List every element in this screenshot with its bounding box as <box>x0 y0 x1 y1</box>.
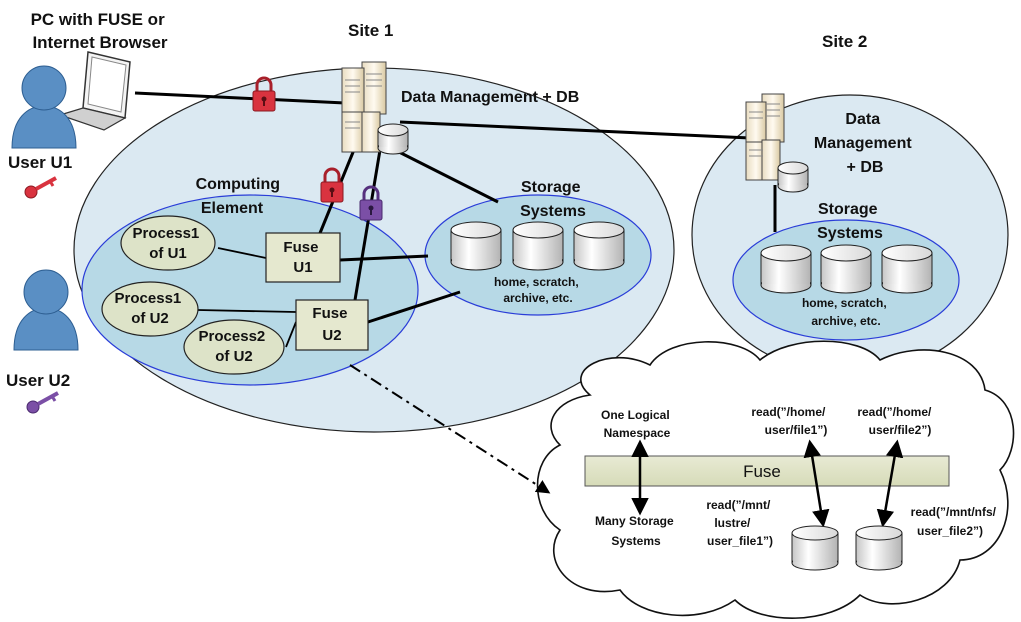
svg-text:home, scratch, archive, et: home, scratch, archive, etc. <box>494 275 582 305</box>
fuse-u2-box <box>295 299 369 351</box>
process1-u1-label-line1: Process1 <box>133 225 200 242</box>
site2-storage-contents-line2: archive, etc. <box>811 314 880 328</box>
site2-storage-contents-line1: home, scratch, <box>802 296 887 310</box>
fuse-u1-label-line2: U1 <box>293 259 312 276</box>
cloud-read-lustre-line3: user_file1”) <box>707 534 773 548</box>
svg-text:Storage Systems: Storage Systems <box>520 179 586 220</box>
site1-disk-1-icon <box>450 221 502 271</box>
zoom-arrow <box>349 364 551 494</box>
svg-text:read(”/mnt/ lustre/ us: read(”/mnt/ lustre/ user_file1”) <box>706 498 773 548</box>
cloud-namespace-line2: Namespace <box>604 426 671 440</box>
process1-u2-label-line2: of U2 <box>131 310 169 327</box>
fuse-u1-box <box>265 232 341 283</box>
svg-text:Process2 of U2: Process2 of U2 <box>199 328 270 365</box>
cloud-many-storage-line2: Systems <box>611 534 661 548</box>
link-fuse-u1-to-storage <box>339 254 429 262</box>
site2-disk-3-icon <box>881 244 933 294</box>
svg-text:home, scratch, archive, et: home, scratch, archive, etc. <box>802 296 890 328</box>
svg-text:read(”/home/ user/file1”): read(”/home/ user/file1”) <box>751 405 828 437</box>
cloud-namespace-line1: One Logical <box>601 408 670 422</box>
svg-text:Fuse U2: Fuse U2 <box>312 305 351 344</box>
pc-label-line2: Internet Browser <box>32 33 167 52</box>
link-pc-to-site1 <box>134 91 346 105</box>
cloud-fuse-bar-label: Fuse <box>743 462 781 481</box>
link-process1-u1-to-fuse-u1 <box>217 247 267 259</box>
cloud-read-nfs-line1: read(”/mnt/nfs/ <box>911 505 997 519</box>
fuse-u2-label-line2: U2 <box>322 327 341 344</box>
site2-storage-label-line1: Storage <box>818 201 878 218</box>
svg-text:Computing Element: Computing Element <box>196 176 285 217</box>
user-u2-label: User U2 <box>6 371 70 390</box>
cloud-read-lustre-line1: read(”/mnt/ <box>706 498 771 512</box>
cloud-read-home1-line1: read(”/home/ <box>751 405 826 419</box>
process2-u2-label-line2: of U2 <box>215 348 253 365</box>
svg-text:Many Storage Systems: Many Storage Systems <box>595 514 677 548</box>
process1-u2-label-line1: Process1 <box>115 290 182 307</box>
process1-u2-node <box>101 281 199 337</box>
site2-dm-label-line1: Data <box>845 111 880 128</box>
cloud-read-home2-line2: user/file2”) <box>869 423 932 437</box>
process1-u1-node <box>120 215 216 271</box>
link-dm-to-storage1 <box>394 148 499 204</box>
link-process2-u2-to-fuse-u2 <box>285 321 297 348</box>
user-u1-label: User U1 <box>8 153 72 172</box>
svg-text:read(”/home/ user/file2”): read(”/home/ user/file2”) <box>857 405 934 437</box>
site2-dm-label-line3: + DB <box>847 159 884 176</box>
link-site1-to-site2 <box>399 120 751 140</box>
computing-element-label-line1: Computing <box>196 176 280 193</box>
svg-text:Process1 of U1: Process1 of U1 <box>133 225 204 262</box>
svg-text:Fuse U1: Fuse U1 <box>283 239 322 276</box>
cloud-disk-lustre-icon <box>791 525 839 571</box>
link-dm-to-fuse-u2 <box>353 149 382 301</box>
process1-u1-label-line2: of U1 <box>149 245 187 262</box>
site2-storage-label-line2: Systems <box>817 225 883 242</box>
site1-storage-label-line1: Storage <box>521 179 581 196</box>
site1-storage-contents-line1: home, scratch, <box>494 275 579 289</box>
cloud-read-home2-line1: read(”/home/ <box>857 405 932 419</box>
user-u1-icon <box>11 65 77 149</box>
cloud-many-storage-line1: Many Storage <box>595 514 674 528</box>
site2-disk-2-icon <box>820 244 872 294</box>
site2-title: Site 2 <box>822 32 867 51</box>
svg-text:read(”/mnt/nfs/ user_file2: read(”/mnt/nfs/ user_file2”) <box>911 505 1000 538</box>
site2-dm-label-line2: Management <box>814 135 912 152</box>
file1-arrow <box>803 439 830 528</box>
fuse-u1-label-line1: Fuse <box>283 239 318 256</box>
link-fuse-u2-to-storage <box>367 290 461 324</box>
site1-server-icon <box>341 61 409 155</box>
cloud-read-lustre-line2: lustre/ <box>714 516 751 530</box>
site1-storage-contents-line2: archive, etc. <box>503 291 572 305</box>
svg-text:One Logical Namespace: One Logical Namespace <box>601 408 673 440</box>
lock-red-icon <box>252 76 276 112</box>
pc-label-line1: PC with FUSE or <box>31 10 166 29</box>
lock-red-icon <box>320 167 344 203</box>
fuse-u2-label-line1: Fuse <box>312 305 347 322</box>
process2-u2-label-line1: Process2 <box>199 328 266 345</box>
site1-storage-label-line2: Systems <box>520 203 586 220</box>
site1-disk-2-icon <box>512 221 564 271</box>
site2-disk-1-icon <box>760 244 812 294</box>
cloud-disk-nfs-icon <box>855 525 903 571</box>
user-u2-icon <box>13 269 79 351</box>
process2-u2-node <box>183 319 285 375</box>
svg-text:Process1 of U2: Process1 of U2 <box>115 290 186 327</box>
cloud-read-nfs-line2: user_file2”) <box>917 524 983 538</box>
site1-disk-3-icon <box>573 221 625 271</box>
file2-arrow <box>876 439 904 528</box>
svg-text:Storage Systems: Storage Systems <box>817 201 883 242</box>
link-process1-u2-to-fuse-u2 <box>197 309 297 313</box>
key-red-icon <box>24 176 57 199</box>
computing-element-label-line2: Element <box>201 200 264 217</box>
key-purple-icon <box>26 391 59 414</box>
site2-server-icon <box>745 93 809 193</box>
svg-text:Data Management + DB: Data Management + DB <box>814 111 916 176</box>
cloud-read-home1-line2: user/file1”) <box>765 423 828 437</box>
lock-purple-icon <box>359 185 383 221</box>
site1-title: Site 1 <box>348 21 393 40</box>
svg-text:PC with FUSE or Internet B: PC with FUSE or Internet Browser <box>31 10 170 52</box>
site1-dm-label: Data Management + DB <box>401 89 579 106</box>
laptop-icon <box>58 51 131 131</box>
